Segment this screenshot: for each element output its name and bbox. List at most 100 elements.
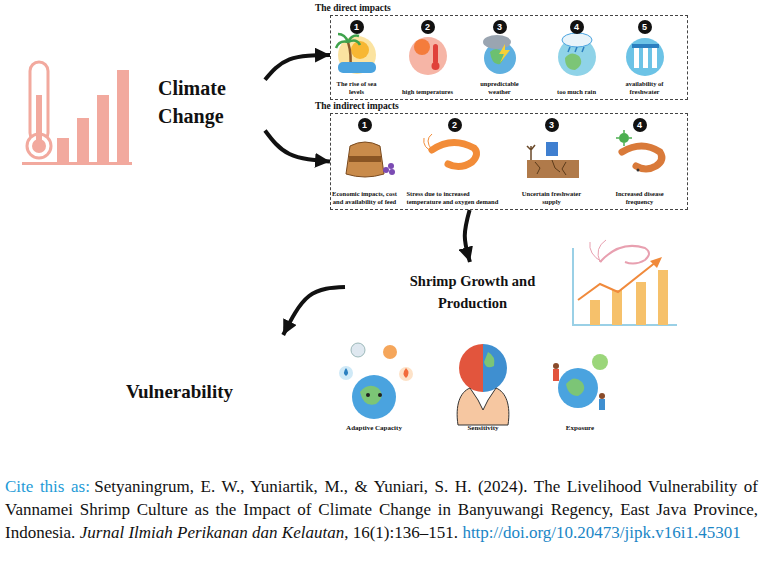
impact-caption: Economic impacts, cost and availability …: [327, 190, 403, 206]
sensitivity-icon: [457, 344, 509, 425]
water-bucket: [546, 142, 558, 156]
sun: [414, 39, 430, 55]
doi-link: http://doi.org/10.20473/jipk.v16i1.45301: [462, 523, 740, 542]
resource-badge: [383, 345, 397, 359]
pellet: [383, 167, 389, 173]
driver-label: Climate Change: [150, 72, 265, 137]
dry-ground: [527, 160, 579, 178]
weather-icon: [483, 35, 516, 74]
land: [360, 386, 382, 405]
palm-leaves: [336, 34, 360, 48]
impact-caption: Increased disease frequency: [602, 190, 678, 206]
vulnerability-component: Sensitivity: [438, 340, 528, 433]
dot: [637, 169, 640, 172]
land: [566, 378, 584, 396]
component-caption: Exposure: [535, 424, 625, 433]
drought-icon: [527, 142, 579, 178]
virus: [619, 133, 629, 143]
person-head: [553, 363, 559, 369]
globe: [558, 368, 598, 408]
climate-icon: [22, 62, 132, 165]
flame: [404, 368, 409, 378]
cloud: [483, 35, 511, 49]
disease-icon: [616, 130, 662, 172]
flow-arrow: [265, 55, 330, 80]
callout-number: 1: [350, 20, 364, 34]
ground-crack: [535, 160, 566, 175]
impact-caption: high temperatures: [400, 88, 456, 96]
chart-axis: [573, 248, 677, 325]
vulnerability-component: Exposure: [535, 340, 625, 433]
adaptive-capacity-icon: [339, 343, 413, 419]
flow-arrow: [265, 131, 330, 162]
sea-level-icon: [336, 34, 376, 74]
chart-bar: [612, 290, 622, 325]
journal-name: Jurnal Ilmiah Perikanan dan Kelautan: [80, 523, 344, 542]
impact-item: 2Stress due to increased temperature and…: [407, 114, 503, 208]
callout-number: 1: [358, 118, 372, 132]
water-drop: [344, 368, 348, 376]
impact-caption: too much rain: [549, 88, 605, 96]
eye: [378, 393, 382, 397]
chart-bar: [97, 95, 109, 162]
water-top: [632, 44, 659, 48]
shrimp-sketch: [600, 246, 649, 264]
component-caption: Adaptive Capacity: [329, 424, 419, 433]
wave: [338, 62, 376, 73]
shrimp-stress-icon: [424, 134, 477, 167]
thermometer: [433, 44, 438, 64]
driver-text: Climate Change: [158, 74, 265, 130]
pellet: [389, 169, 395, 175]
badge: [592, 354, 608, 370]
water-column: [634, 48, 639, 68]
citation-text: Cite this as:Setyaningrum, E. W., Yuniar…: [5, 475, 758, 544]
globe-cool-half: [483, 344, 507, 392]
vulnerability-text: Vulnerability: [126, 381, 290, 403]
cloud: [562, 33, 592, 47]
callout-number: 4: [570, 20, 584, 34]
hands: [457, 388, 509, 425]
bag-band: [349, 156, 381, 162]
impact-caption: Stress due to increased temperature and …: [407, 190, 503, 206]
water-badge: [339, 366, 353, 380]
callout-number: 5: [638, 20, 652, 34]
land: [484, 352, 494, 367]
chart-bar: [117, 70, 129, 162]
trend-head: [650, 257, 662, 268]
impact-caption: Uncertain freshwater supply: [514, 190, 590, 206]
impact-group-box: The direct impacts1The rise of sea level…: [330, 15, 688, 100]
impact-item: 4Increased disease frequency: [602, 114, 678, 208]
citation-volume: , 16(1):136–151.: [344, 523, 458, 542]
land: [565, 53, 581, 70]
globe-hot-half: [459, 344, 483, 392]
vulnerability-label: Vulnerability: [120, 335, 290, 407]
thermometer-level: [36, 95, 42, 145]
chart-bar: [636, 282, 646, 325]
globe: [352, 375, 396, 419]
impact-caption: The rise of sea levels: [329, 80, 385, 96]
callout-number: 3: [493, 20, 507, 34]
virus-spikes: [616, 130, 632, 146]
impact-caption: unpredictable weather: [472, 80, 528, 96]
fire-badge: [399, 367, 413, 381]
flow-arrow: [465, 210, 470, 262]
flow-arrow: [283, 287, 345, 335]
group-heading: The direct impacts: [313, 3, 393, 14]
trend-line: [578, 262, 656, 300]
icon-disc: [626, 38, 664, 76]
shrimp-antennae: [424, 134, 434, 152]
heat-icon: [409, 37, 447, 75]
chart-bar: [77, 118, 89, 162]
wind-badge: [351, 343, 365, 357]
chart-bar: [57, 138, 69, 162]
thermometer-fill: [32, 139, 46, 153]
impact-item: 5availability of freshwater: [617, 16, 673, 98]
icon-disc: [409, 37, 447, 75]
vulnerability-component: Adaptive Capacity: [329, 340, 419, 433]
eye: [366, 393, 370, 397]
pellet: [388, 163, 394, 169]
feed-icon: [346, 142, 395, 177]
impact-item: 2high temperatures: [400, 16, 456, 98]
shrimp-antennae: [590, 240, 606, 262]
